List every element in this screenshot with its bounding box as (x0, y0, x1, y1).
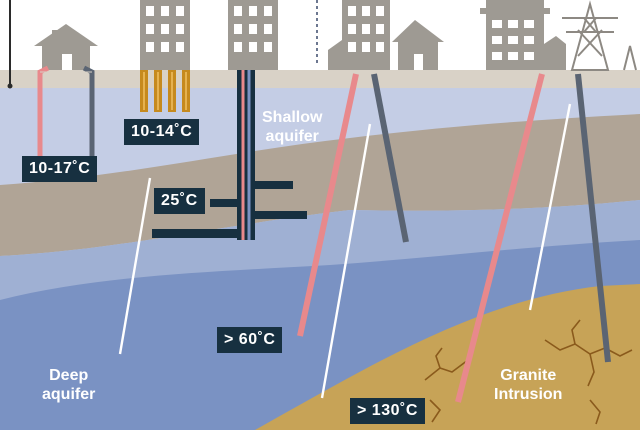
power-pylon-icon (562, 0, 637, 71)
deep-aquifer-label: Deep aquifer (42, 366, 95, 404)
factory-icon (480, 0, 566, 70)
apartment-building-icon (328, 0, 390, 70)
deep-cold-well (371, 73, 409, 243)
depth-marker-dot (7, 83, 13, 89)
fault-lines (118, 103, 572, 399)
granite-intrusion-label: Granite Intrusion (494, 366, 562, 404)
ground-surface (0, 70, 640, 88)
deep-temperature-label: > 60˚C (217, 327, 283, 353)
thermal-storage-pipes (152, 70, 307, 240)
storage-temperature-label: 25˚C (154, 188, 205, 214)
shallow-aquifer-label-line1: Shallow (262, 109, 323, 126)
deep-aquifer-label-line2: aquifer (42, 386, 96, 403)
deep-hot-well (297, 73, 359, 337)
closed-loop-temperature-label: 10-14˚C (124, 119, 200, 145)
deep-aquifer-label-line1: Deep (49, 367, 89, 384)
granite-intrusion-layer (255, 284, 640, 430)
shallow-aquifer-label: Shallow aquifer (262, 108, 322, 146)
granite-hot-well (455, 73, 545, 403)
closed-loop-borehole-highlights (143, 72, 187, 110)
house-icon (34, 24, 98, 70)
granite-cracks (424, 319, 633, 425)
granite-temperature-label: > 130˚C (350, 398, 425, 424)
granite-intrusion-label-line2: Intrusion (494, 386, 563, 403)
granite-intrusion-label-line1: Granite (500, 367, 557, 384)
apartment-building-icon (140, 0, 190, 70)
apartment-building-icon (228, 0, 278, 70)
granite-cold-well (575, 73, 611, 363)
clay-layer (0, 114, 640, 256)
shallow-aquifer-label-line2: aquifer (265, 128, 319, 145)
open-loop-temperature-label: 10-17˚C (22, 156, 98, 182)
house-icon (392, 20, 444, 70)
